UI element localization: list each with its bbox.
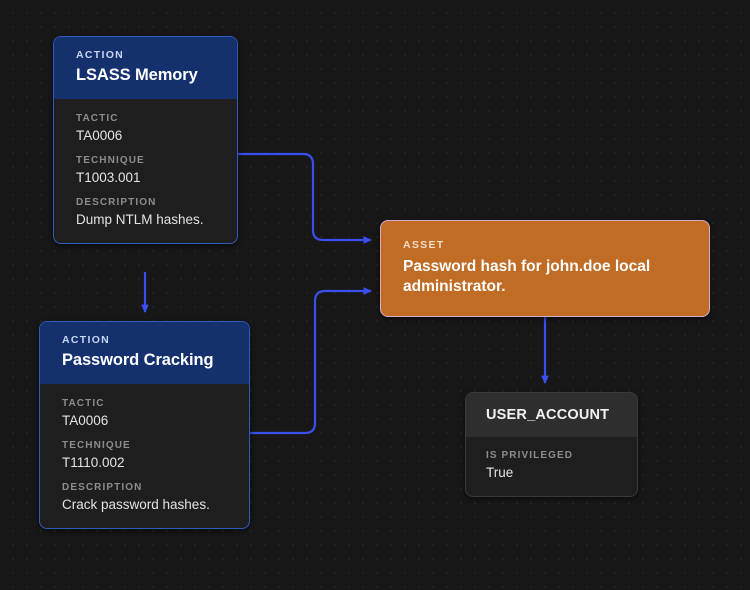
field-description: DESCRIPTION Dump NTLM hashes.: [76, 197, 217, 227]
field-technique: TECHNIQUE T1110.002: [62, 440, 229, 470]
field-description: DESCRIPTION Crack password hashes.: [62, 482, 229, 512]
field-value: T1110.002: [62, 455, 125, 470]
node-body: ASSET Password hash for john.doe local a…: [381, 221, 709, 316]
node-asset-password-hash[interactable]: ASSET Password hash for john.doe local a…: [380, 220, 710, 317]
field-technique: TECHNIQUE T1003.001: [76, 155, 217, 185]
node-body: IS PRIVILEGED True: [466, 437, 637, 496]
node-header: ACTION Password Cracking: [40, 322, 249, 384]
node-body: TACTIC TA0006 TECHNIQUE T1003.001 DESCRI…: [54, 99, 237, 243]
field-label: TECHNIQUE: [62, 440, 131, 451]
field-label: DESCRIPTION: [62, 482, 143, 493]
field-value: T1003.001: [76, 170, 141, 185]
field-value: Crack password hashes.: [62, 497, 210, 512]
edge-password-cracking-to-asset: [250, 287, 372, 435]
node-user-account[interactable]: USER_ACCOUNT IS PRIVILEGED True: [465, 392, 638, 497]
node-title: Password Cracking: [62, 351, 214, 369]
node-password-cracking[interactable]: ACTION Password Cracking TACTIC TA0006 T…: [39, 321, 250, 529]
node-title: Password hash for john.doe local adminis…: [403, 258, 651, 296]
node-kind-label: ASSET: [403, 239, 445, 251]
field-tactic: TACTIC TA0006: [76, 113, 217, 143]
edge-lsass-to-asset: [238, 152, 372, 244]
field-tactic: TACTIC TA0006: [62, 398, 229, 428]
field-value: TA0006: [62, 413, 109, 428]
field-value: True: [486, 465, 514, 480]
field-label: TACTIC: [62, 398, 105, 409]
field-is-privileged: IS PRIVILEGED True: [486, 450, 617, 480]
node-lsass-memory[interactable]: ACTION LSASS Memory TACTIC TA0006 TECHNI…: [53, 36, 238, 244]
node-header: ACTION LSASS Memory: [54, 37, 237, 99]
node-title: USER_ACCOUNT: [486, 407, 610, 423]
field-label: IS PRIVILEGED: [486, 450, 574, 461]
field-label: DESCRIPTION: [76, 197, 157, 208]
field-value: TA0006: [76, 128, 123, 143]
field-label: TECHNIQUE: [76, 155, 145, 166]
node-title: LSASS Memory: [76, 66, 198, 84]
node-kind-label: ACTION: [62, 334, 111, 346]
node-header: USER_ACCOUNT: [466, 393, 637, 437]
node-body: TACTIC TA0006 TECHNIQUE T1110.002 DESCRI…: [40, 384, 249, 528]
field-value: Dump NTLM hashes.: [76, 212, 204, 227]
node-kind-label: ACTION: [76, 49, 125, 61]
field-label: TACTIC: [76, 113, 119, 124]
